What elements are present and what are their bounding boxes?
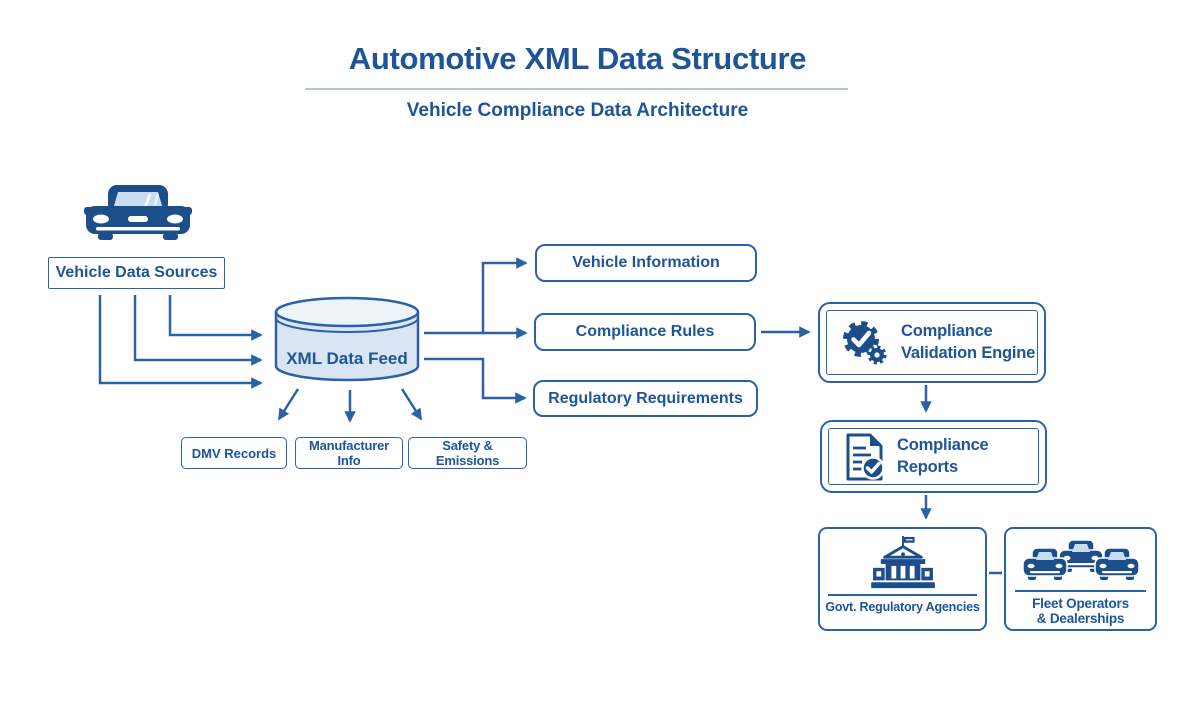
page-title: Automotive XML Data Structure xyxy=(348,41,807,76)
engine-label-line2: Validation Engine xyxy=(901,343,1036,362)
regulatory-requirements-box: Regulatory Requirements xyxy=(533,380,758,417)
fleet-label-line2: & Dealerships xyxy=(1036,610,1125,626)
dmv-records-box: DMV Records xyxy=(181,437,287,469)
fleet-label-line1: Fleet Operators xyxy=(1032,595,1129,611)
car-icon xyxy=(84,185,192,240)
fleet-box-divider xyxy=(1015,590,1146,592)
manufacturer-info-label: Manufacturer Info xyxy=(309,438,389,468)
document-check-icon xyxy=(846,433,885,480)
safety-emissions-box: Safety & Emissions xyxy=(408,437,527,469)
vehicle-data-sources-node xyxy=(84,178,192,242)
gov-box-divider xyxy=(828,594,977,596)
compliance-rules-box: Compliance Rules xyxy=(534,313,756,351)
compliance-rules-label: Compliance Rules xyxy=(575,323,715,340)
page-subtitle: Vehicle Compliance Data Architecture xyxy=(406,100,749,121)
dmv-records-label: DMV Records xyxy=(191,445,277,461)
xml-data-feed-node xyxy=(271,296,423,384)
regulatory-requirements-label: Regulatory Requirements xyxy=(548,389,743,407)
vehicle-data-sources-label: Vehicle Data Sources xyxy=(55,264,218,281)
reports-label-line1: Compliance xyxy=(897,436,989,455)
safety-emissions-label: Safety & Emissions xyxy=(435,438,500,468)
manufacturer-info-box: Manufacturer Info xyxy=(295,437,403,469)
reports-label-line2: Reports xyxy=(897,457,958,476)
vehicle-information-label: Vehicle Information xyxy=(572,254,720,271)
fleet-cars-icon xyxy=(1021,539,1140,581)
compliance-reports-box: Compliance Reports xyxy=(820,420,1047,493)
engine-label-line1: Compliance xyxy=(901,322,993,341)
xml-data-feed-label: XML Data Feed xyxy=(286,349,408,368)
vehicle-information-box: Vehicle Information xyxy=(535,244,757,282)
title-divider xyxy=(305,88,848,90)
compliance-validation-engine-box: Compliance Validation Engine xyxy=(818,302,1046,383)
database-cylinder xyxy=(274,296,420,382)
govt-regulatory-agencies-label: Govt. Regulatory Agencies xyxy=(825,599,980,614)
fleet-operators-dealerships-box: Fleet Operators & Dealerships xyxy=(1004,527,1157,631)
government-building-icon xyxy=(870,535,935,589)
vehicle-data-sources-box: Vehicle Data Sources xyxy=(48,257,225,289)
govt-regulatory-agencies-box: Govt. Regulatory Agencies xyxy=(818,527,987,631)
gears-check-icon xyxy=(843,320,887,364)
